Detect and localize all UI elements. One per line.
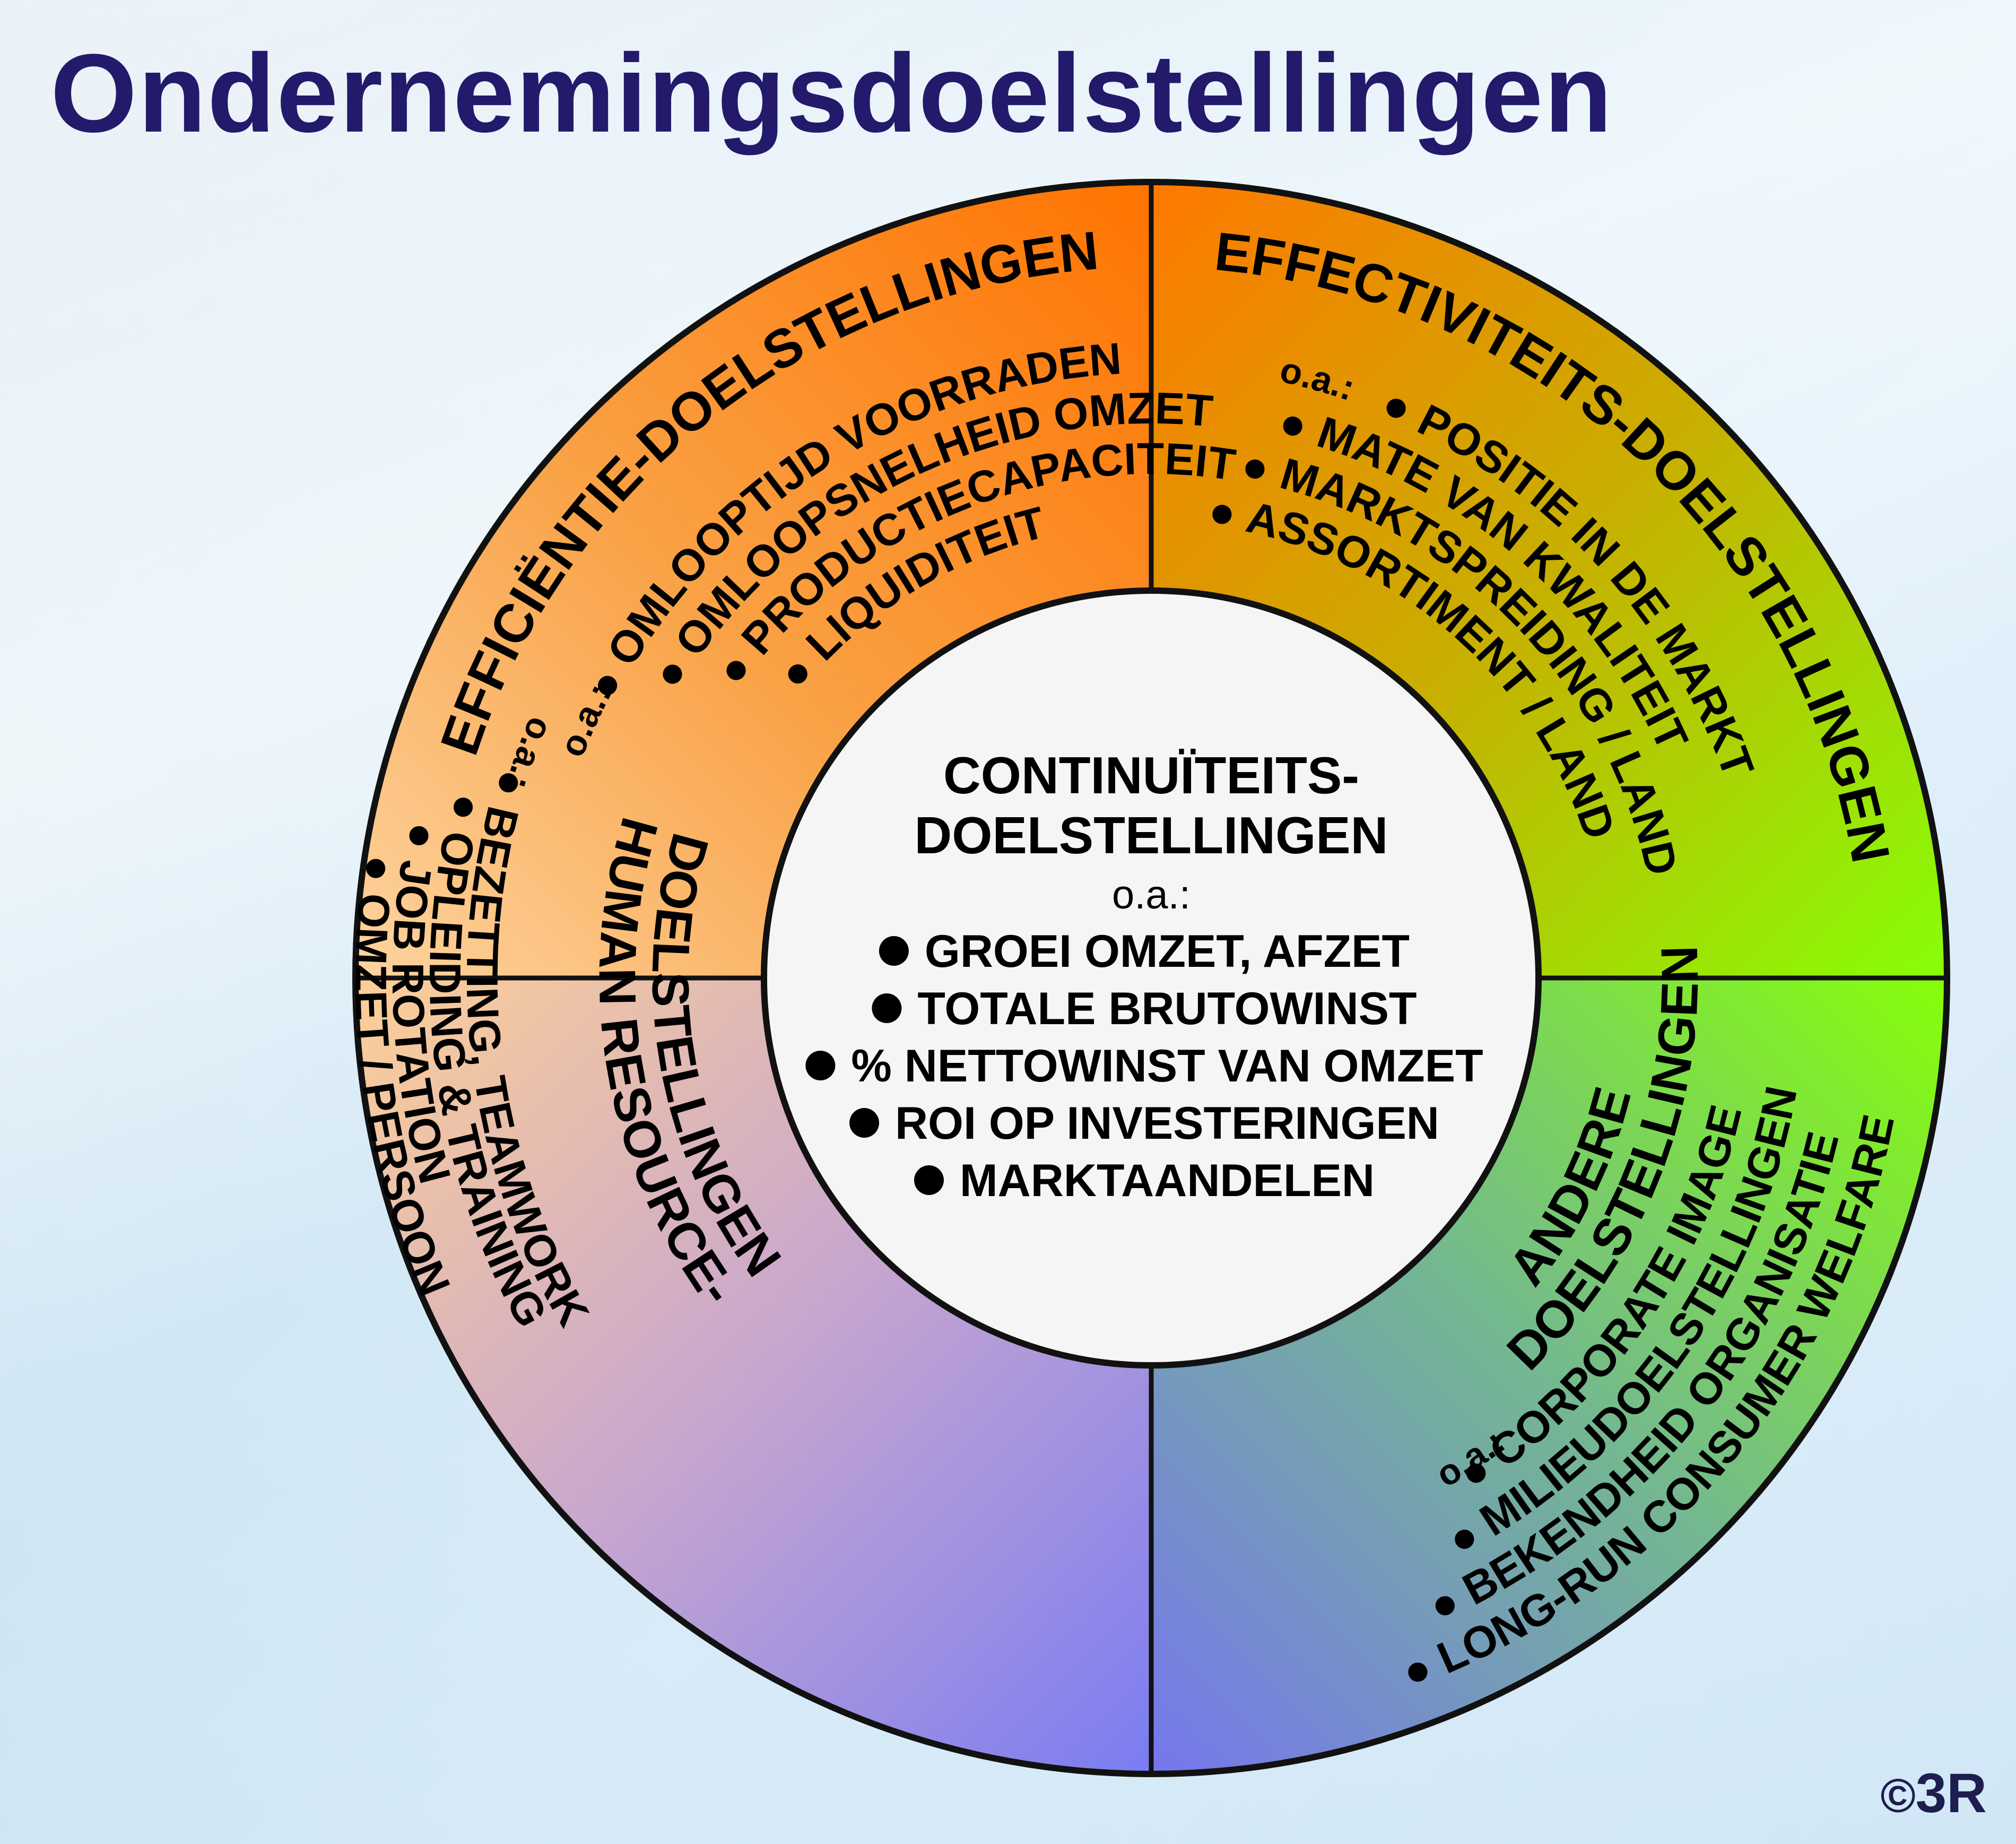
- page-title: Ondernemingsdoelstellingen: [50, 31, 1613, 155]
- center-item-bullet: [879, 936, 909, 966]
- center-title-line: DOELSTELLINGEN: [915, 806, 1388, 864]
- center-item: ROI OP INVESTERINGEN: [895, 1098, 1439, 1149]
- copyright-mark: ©3R: [1880, 1762, 1987, 1825]
- copyright-symbol: ©: [1880, 1770, 1916, 1823]
- outer-ring: [352, 179, 1950, 1777]
- center-circle: [761, 587, 1542, 1369]
- center-item-bullet: [805, 1051, 836, 1080]
- center-title-line: CONTINUÏTEITS-: [943, 746, 1359, 804]
- copyright-brand: 3R: [1915, 1762, 1987, 1824]
- center-item: MARKTAANDELEN: [960, 1155, 1375, 1206]
- center-item: % NETTOWINST VAN OMZET: [851, 1041, 1483, 1092]
- center-item-bullet: [914, 1165, 944, 1195]
- center-item-bullet: [849, 1108, 880, 1138]
- center-item: GROEI OMZET, AFZET: [925, 926, 1410, 977]
- center-oa-label: o.a.:: [1112, 872, 1191, 917]
- center-item-bullet: [872, 993, 902, 1023]
- center-item: TOTALE BRUTOWINST: [917, 983, 1417, 1034]
